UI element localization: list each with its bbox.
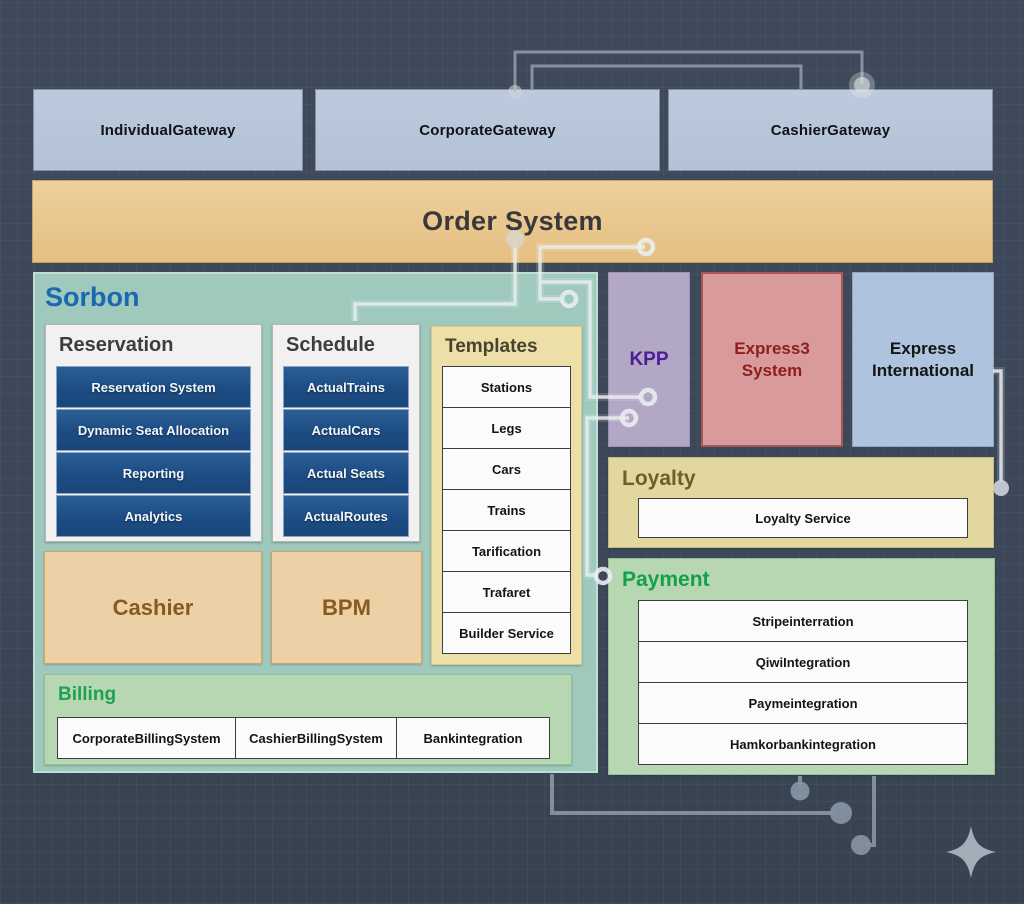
node-corporate-gateway[interactable]: CorporateGateway xyxy=(315,89,660,171)
node-actual-trains[interactable]: ActualTrains xyxy=(283,366,409,408)
node-tarification[interactable]: Tarification xyxy=(442,530,571,572)
group-title: Loyalty xyxy=(622,467,696,490)
node-label: KPP xyxy=(629,348,669,370)
node-trafaret[interactable]: Trafaret xyxy=(442,571,571,613)
node-reporting[interactable]: Reporting xyxy=(56,452,251,494)
node-label: IndividualGateway xyxy=(100,121,236,139)
group-title: Reservation xyxy=(59,334,174,356)
node-label: Order System xyxy=(422,206,603,236)
node-actual-cars[interactable]: ActualCars xyxy=(283,409,409,451)
node-bank-integration[interactable]: Bankintegration xyxy=(396,717,550,759)
group-schedule[interactable]: Schedule ActualTrains ActualCars Actual … xyxy=(272,324,420,542)
group-reservation[interactable]: Reservation Reservation System Dynamic S… xyxy=(45,324,262,542)
node-cashier-billing-system[interactable]: CashierBillingSystem xyxy=(235,717,397,759)
node-bpm[interactable]: BPM xyxy=(271,551,422,664)
node-payme-integration[interactable]: Paymeintegration xyxy=(638,682,968,724)
node-hamkorbank-integration[interactable]: Hamkorbankintegration xyxy=(638,723,968,765)
node-label: BPM xyxy=(322,594,371,620)
node-actual-routes[interactable]: ActualRoutes xyxy=(283,495,409,537)
group-title: Billing xyxy=(58,684,117,705)
connector-dot xyxy=(830,802,852,824)
node-actual-seats[interactable]: Actual Seats xyxy=(283,452,409,494)
group-title: Payment xyxy=(622,568,710,591)
group-sorbon[interactable]: Sorbon Reservation Reservation System Dy… xyxy=(33,272,598,773)
node-cashier-gateway[interactable]: CashierGateway xyxy=(668,89,993,171)
connector-dot xyxy=(993,480,1009,496)
group-loyalty[interactable]: Loyalty Loyalty Service xyxy=(608,457,994,548)
node-kpp[interactable]: KPP xyxy=(608,272,690,447)
node-express-international[interactable]: Express International xyxy=(852,272,994,447)
node-order-system[interactable]: Order System xyxy=(32,180,993,263)
group-billing[interactable]: Billing CorporateBillingSystem CashierBi… xyxy=(44,674,572,765)
node-label: Cashier xyxy=(112,594,194,620)
group-payment[interactable]: Payment Stripeinterration QiwiIntegratio… xyxy=(608,558,995,775)
node-cashier[interactable]: Cashier xyxy=(44,551,262,664)
node-cars[interactable]: Cars xyxy=(442,448,571,490)
node-individual-gateway[interactable]: IndividualGateway xyxy=(33,89,303,171)
node-loyalty-service[interactable]: Loyalty Service xyxy=(638,498,968,538)
connector-dot xyxy=(790,781,810,801)
sparkle-icon xyxy=(946,826,996,878)
node-label: Express3 System xyxy=(734,339,810,380)
node-trains[interactable]: Trains xyxy=(442,489,571,531)
node-label: Express International xyxy=(871,339,974,380)
node-label: CorporateGateway xyxy=(419,121,556,139)
node-builder-service[interactable]: Builder Service xyxy=(442,612,571,654)
group-templates[interactable]: Templates Stations Legs Cars Trains Tari… xyxy=(431,326,582,665)
node-stripe-integration[interactable]: Stripeinterration xyxy=(638,600,968,642)
node-label: CashierGateway xyxy=(770,121,891,139)
node-dynamic-seat-allocation[interactable]: Dynamic Seat Allocation xyxy=(56,409,251,451)
group-title: Sorbon xyxy=(45,282,140,312)
node-stations[interactable]: Stations xyxy=(442,366,571,408)
connector-dot xyxy=(851,835,871,855)
node-legs[interactable]: Legs xyxy=(442,407,571,449)
node-qiwi-integration[interactable]: QiwiIntegration xyxy=(638,641,968,683)
group-title: Templates xyxy=(445,336,538,357)
node-analytics[interactable]: Analytics xyxy=(56,495,251,537)
node-reservation-system[interactable]: Reservation System xyxy=(56,366,251,408)
node-corporate-billing-system[interactable]: CorporateBillingSystem xyxy=(57,717,236,759)
node-express3-system[interactable]: Express3 System xyxy=(701,272,843,447)
group-title: Schedule xyxy=(286,334,375,356)
